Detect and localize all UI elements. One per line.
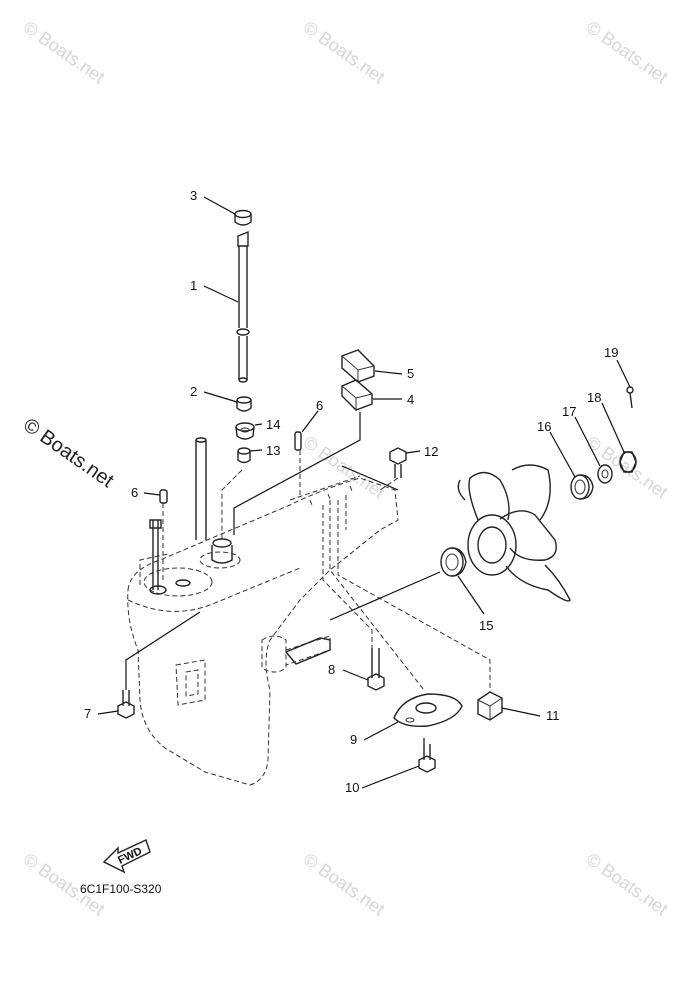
- callout-7: 7: [84, 706, 91, 721]
- watermark-top-left: © Boats.net: [20, 17, 109, 87]
- callout-14: 14: [266, 417, 280, 432]
- part-19-cotter-pin: [626, 386, 634, 409]
- watermark-top-right: © Boats.net: [583, 17, 672, 87]
- part-15-seal: [440, 547, 467, 577]
- callout-11: 11: [546, 708, 560, 723]
- callout-labels: 3 1 2 5 4 6 6 14 13 12 7 8 9 10 11 15 16…: [84, 188, 618, 795]
- callout-2: 2: [190, 384, 197, 399]
- part-11-anode-block: [477, 691, 503, 721]
- watermark-side: © Boats.net: [19, 414, 118, 492]
- part-1-drive-shaft-tube: [236, 230, 250, 383]
- part-2-bushing: [236, 396, 252, 412]
- part-14-grommet: [235, 422, 255, 440]
- callout-4: 4: [407, 392, 414, 407]
- part-6-pin-left: [159, 489, 168, 504]
- part-8-bolt: [367, 648, 385, 691]
- callout-leaders: [97, 196, 631, 789]
- part-16-spacer: [570, 474, 594, 500]
- watermark-bottom-right: © Boats.net: [583, 849, 672, 919]
- part-10-bolt: [418, 744, 436, 773]
- forward-arrow-icon: FWD: [102, 839, 151, 874]
- callout-3: 3: [190, 188, 197, 203]
- diagram-code: 6C1F100-S320: [80, 882, 162, 896]
- callout-19: 19: [604, 345, 618, 360]
- part-17-washer: [597, 464, 613, 484]
- callout-6-upper: 6: [316, 398, 323, 413]
- part-12-bolt: [389, 447, 407, 478]
- callout-1: 1: [190, 278, 197, 293]
- watermark-bottom-center: © Boats.net: [300, 849, 389, 919]
- fwd-label: FWD: [116, 845, 144, 866]
- connector-lines: [125, 412, 441, 744]
- callout-17: 17: [562, 404, 576, 419]
- callout-9: 9: [350, 732, 357, 747]
- propeller-shaft: [284, 637, 331, 665]
- part-5-pad: [341, 349, 375, 383]
- assembly-guides: [162, 450, 491, 692]
- propeller: [457, 464, 571, 602]
- callout-13: 13: [266, 443, 280, 458]
- part-3-collar: [234, 209, 252, 226]
- watermark-mid-right: © Boats.net: [583, 432, 672, 502]
- callout-12: 12: [424, 444, 438, 459]
- callout-16: 16: [537, 419, 551, 434]
- drive-shaft: [195, 437, 233, 564]
- callout-18: 18: [587, 390, 601, 405]
- watermark-top-center: © Boats.net: [300, 17, 389, 87]
- callout-5: 5: [407, 366, 414, 381]
- callout-15: 15: [479, 618, 493, 633]
- shift-rod: [149, 519, 191, 595]
- callout-6-left: 6: [131, 485, 138, 500]
- callout-8: 8: [328, 662, 335, 677]
- part-7-bolt: [117, 690, 135, 719]
- lower-unit-case: [127, 475, 399, 786]
- callout-10: 10: [345, 780, 359, 795]
- part-13-spacer: [237, 447, 251, 464]
- part-4-pad: [341, 379, 373, 411]
- part-9-anode: [393, 693, 463, 728]
- part-6-pin-upper: [294, 431, 302, 451]
